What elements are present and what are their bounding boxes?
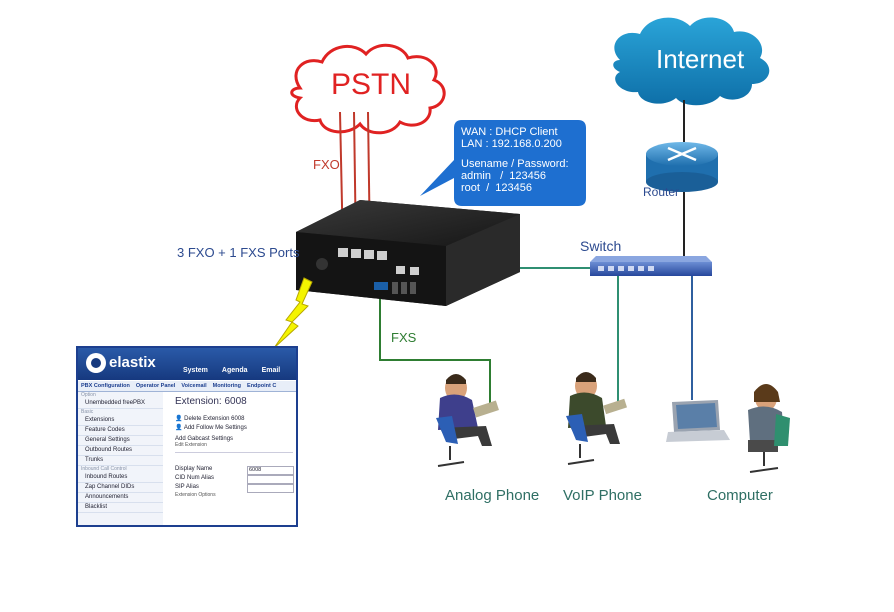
elastix-sidebar: Option Unembedded freePBX Basic Extensio… xyxy=(78,392,163,525)
elastix-logo-text: elastix xyxy=(109,354,156,371)
sip-alias-row: SIP Alias xyxy=(175,483,294,493)
switch-icon xyxy=(590,256,712,276)
sidebar-item[interactable]: Trunks xyxy=(78,456,163,466)
ports-label: 3 FXO + 1 FXS Ports xyxy=(177,245,300,260)
voip-phone-label: VoIP Phone xyxy=(563,487,642,504)
sidebar-header: Option xyxy=(81,392,96,398)
sidebar-header: Inbound Call Control xyxy=(81,466,127,472)
sidebar-item[interactable]: Feature Codes xyxy=(78,426,163,436)
switch-label: Switch xyxy=(580,238,622,254)
follow-me-link[interactable]: 👤 Add Follow Me Settings xyxy=(175,425,247,431)
bubble-cred1: admin / 123456 xyxy=(461,170,547,182)
sidebar-item[interactable]: Inbound Routes xyxy=(78,473,163,483)
elastix-menu: System Agenda Email xyxy=(183,367,280,374)
analog-phone-person xyxy=(436,374,499,467)
sip-alias-input[interactable] xyxy=(247,484,294,493)
extension-title: Extension: 6008 xyxy=(175,396,247,407)
tab-voicemail[interactable]: Voicemail xyxy=(181,383,207,389)
bubble-text: WAN : DHCP Client LAN : 192.168.0.200 Us… xyxy=(461,126,569,194)
menu-agenda[interactable]: Agenda xyxy=(221,367,248,374)
router-label: Router xyxy=(643,185,680,199)
pstn-cloud xyxy=(290,43,446,135)
sidebar-item[interactable]: Announcements xyxy=(78,493,163,503)
gabcast-link[interactable]: Add Gabcast Settings xyxy=(175,436,234,442)
cid-num-alias-row: CID Num Alias xyxy=(175,474,294,484)
computer-person xyxy=(666,384,790,473)
voip-phone-person xyxy=(566,372,628,465)
sidebar-item[interactable]: Zap Channel DIDs xyxy=(78,483,163,493)
fxo-label: FXO xyxy=(313,157,340,172)
tab-monitoring[interactable]: Monitoring xyxy=(212,383,242,389)
delete-extension-link[interactable]: 👤 Delete Extension 6008 xyxy=(175,416,245,422)
bubble-cred2: root / 123456 xyxy=(461,182,532,194)
elastix-main: Extension: 6008 👤 Delete Extension 6008 … xyxy=(175,392,294,525)
bubble-cred-title: Usename / Password: xyxy=(461,158,569,170)
info-bubble xyxy=(420,120,586,206)
router-icon xyxy=(646,142,718,192)
sidebar-item[interactable]: Outbound Routes xyxy=(78,446,163,456)
sidebar-header: Basic xyxy=(81,409,94,415)
computer-label: Computer xyxy=(707,487,773,504)
sidebar-item[interactable]: Blacklist xyxy=(78,503,163,513)
sidebar-item[interactable]: Extensions xyxy=(78,416,163,426)
display-name-input[interactable]: 6008 xyxy=(247,466,294,475)
edit-extension-heading: Edit Extension xyxy=(175,442,207,448)
tab-pbx-configuration[interactable]: PBX Configuration xyxy=(81,383,130,389)
pstn-label: PSTN xyxy=(331,68,412,101)
menu-email[interactable]: Email xyxy=(261,367,281,374)
analog-phone-label: Analog Phone xyxy=(445,487,540,504)
fxs-line xyxy=(379,290,491,404)
sidebar-item[interactable]: General Settings xyxy=(78,436,163,446)
bubble-lan: LAN : 192.168.0.200 xyxy=(461,138,562,150)
internet-cloud xyxy=(613,17,770,106)
elastix-tabs: PBX Configuration Operator Panel Voicema… xyxy=(78,381,296,392)
cid-num-alias-input[interactable] xyxy=(247,475,294,484)
sidebar-item[interactable]: Unembedded freePBX xyxy=(78,399,163,409)
tab-operator-panel[interactable]: Operator Panel xyxy=(135,383,176,389)
tab-endpoint[interactable]: Endpoint C xyxy=(247,383,277,389)
fxs-label: FXS xyxy=(391,330,417,345)
pbx-box xyxy=(296,200,520,306)
internet-label: Internet xyxy=(656,44,745,74)
elastix-screenshot: elastix System Agenda Email PBX Configur… xyxy=(76,346,298,527)
elastix-header: elastix System Agenda Email xyxy=(78,348,296,380)
extension-options-heading: Extension Options xyxy=(175,492,216,498)
display-name-row: Display Name 6008 xyxy=(175,465,294,475)
bubble-wan: WAN : DHCP Client xyxy=(461,126,558,138)
menu-system[interactable]: System xyxy=(183,367,208,374)
elastix-logo-icon xyxy=(86,353,106,373)
lightning-icon xyxy=(273,277,313,349)
